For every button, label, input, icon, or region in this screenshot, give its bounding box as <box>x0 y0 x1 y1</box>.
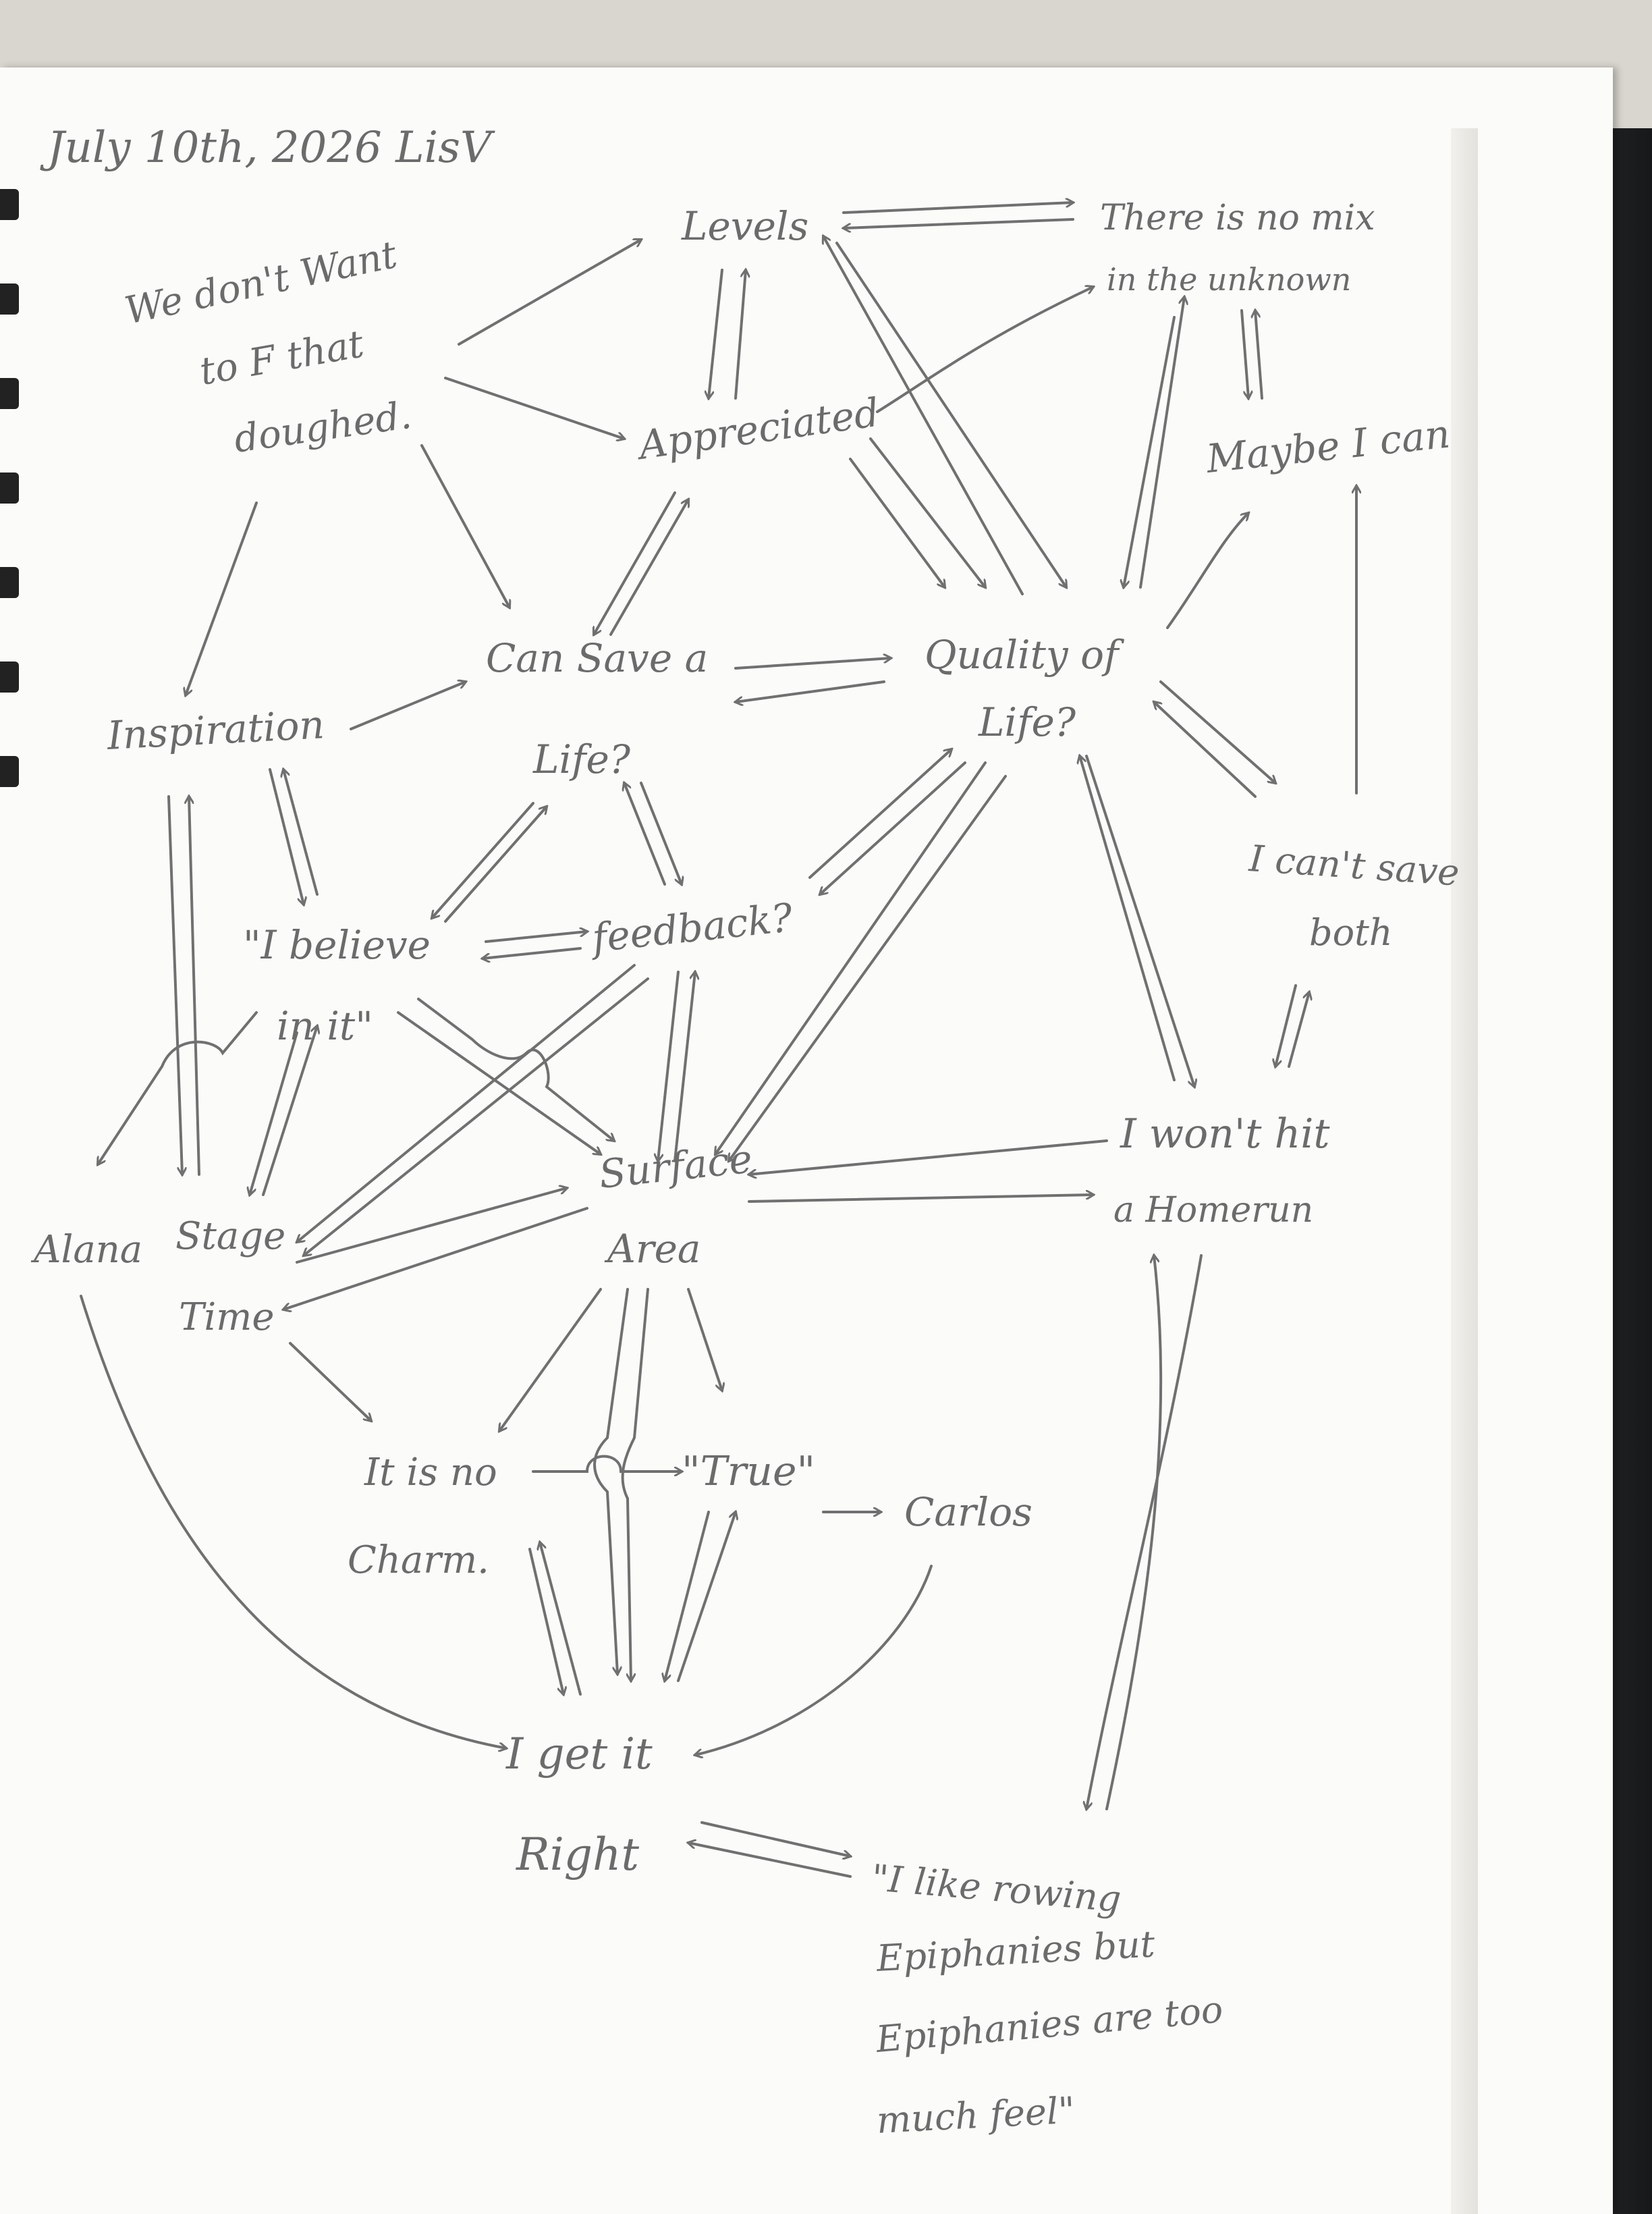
spiral-binding-ring <box>0 662 19 693</box>
svg-text:Life?: Life? <box>978 699 1076 745</box>
node-surface-area: Surface Area <box>597 1135 754 1272</box>
svg-text:Life?: Life? <box>532 736 631 782</box>
svg-text:much feel": much feel" <box>875 2089 1076 2142</box>
spiral-binding-ring <box>0 189 19 220</box>
svg-text:Appreciated: Appreciated <box>633 389 883 469</box>
node-no-mix: There is no mix in the unknown <box>1100 198 1375 298</box>
svg-text:There is no mix: There is no mix <box>1100 198 1375 238</box>
node-feedback: feedback? <box>587 894 795 961</box>
svg-text:both: both <box>1309 911 1393 954</box>
svg-text:Levels: Levels <box>681 203 808 249</box>
svg-text:Maybe I can: Maybe I can <box>1203 410 1452 482</box>
node-cant-save-both: I can't save both <box>1247 837 1460 954</box>
spiral-binding-ring <box>0 378 19 409</box>
node-wont-hit-homerun: I won't hit a Homerun <box>1113 1110 1330 1231</box>
node-true: "True" <box>682 1448 815 1495</box>
node-levels: Levels <box>681 203 808 249</box>
page-date-header: July 10th, 2026 LisV <box>40 123 495 173</box>
notebook-page <box>0 68 1613 2214</box>
svg-text:I won't hit: I won't hit <box>1120 1110 1330 1158</box>
svg-text:Area: Area <box>604 1226 701 1272</box>
svg-text:Time: Time <box>179 1295 275 1339</box>
arrows <box>80 202 1356 1878</box>
node-appreciated: Appreciated <box>633 389 883 469</box>
svg-text:Alana: Alana <box>30 1228 142 1272</box>
node-i-get-it-right: I get it Right <box>505 1729 653 1881</box>
svg-text:It is no: It is no <box>364 1451 497 1494</box>
svg-text:in the unknown: in the unknown <box>1107 261 1351 298</box>
spiral-binding-ring <box>0 473 19 504</box>
spiral-binding-ring <box>0 284 19 315</box>
page-stack-edge <box>1451 128 1478 2214</box>
node-i-believe-in-it: "I believe in it" <box>243 922 431 1049</box>
node-we-dont-want: We don't Want to F that doughed. <box>121 233 414 462</box>
svg-text:"True": "True" <box>682 1448 815 1495</box>
svg-text:to F that: to F that <box>196 322 367 394</box>
node-it-is-no-charm: It is no Charm. <box>348 1451 497 1582</box>
svg-text:in it": in it" <box>277 1003 373 1049</box>
svg-text:Surface: Surface <box>597 1135 754 1197</box>
node-alana: Alana <box>30 1228 142 1272</box>
svg-text:Carlos: Carlos <box>904 1489 1032 1535</box>
node-carlos: Carlos <box>904 1489 1032 1535</box>
svg-text:feedback?: feedback? <box>587 894 795 961</box>
spiral-binding-ring <box>0 567 19 598</box>
svg-text:Quality of: Quality of <box>925 632 1125 678</box>
svg-text:"I believe: "I believe <box>243 922 431 968</box>
svg-text:Can Save a: Can Save a <box>486 635 708 681</box>
svg-text:We don't Want: We don't Want <box>121 233 401 333</box>
svg-text:doughed.: doughed. <box>231 394 414 462</box>
svg-text:a Homerun: a Homerun <box>1113 1190 1313 1231</box>
svg-text:Right: Right <box>516 1829 640 1881</box>
svg-text:"I like rowing: "I like rowing <box>870 1856 1123 1920</box>
node-epiphanies-quote: "I like rowing Epiphanies but Epiphanies… <box>870 1856 1225 2142</box>
spiral-binding-ring <box>0 756 19 787</box>
node-quality-of-life: Quality of Life? <box>925 632 1125 745</box>
node-stage-time: Stage Time <box>175 1214 285 1339</box>
node-inspiration: Inspiration <box>105 701 325 759</box>
svg-text:Stage: Stage <box>175 1214 285 1258</box>
node-maybe-i-can: Maybe I can <box>1203 410 1452 482</box>
svg-text:Charm.: Charm. <box>348 1538 489 1582</box>
svg-text:I get it: I get it <box>505 1729 653 1779</box>
svg-text:Inspiration: Inspiration <box>105 701 325 759</box>
node-can-save-a-life: Can Save a Life? <box>486 635 708 782</box>
svg-text:Epiphanies but: Epiphanies but <box>875 1922 1156 1980</box>
svg-text:Epiphanies are too: Epiphanies are too <box>874 1988 1225 2061</box>
svg-text:I can't save: I can't save <box>1247 837 1460 894</box>
